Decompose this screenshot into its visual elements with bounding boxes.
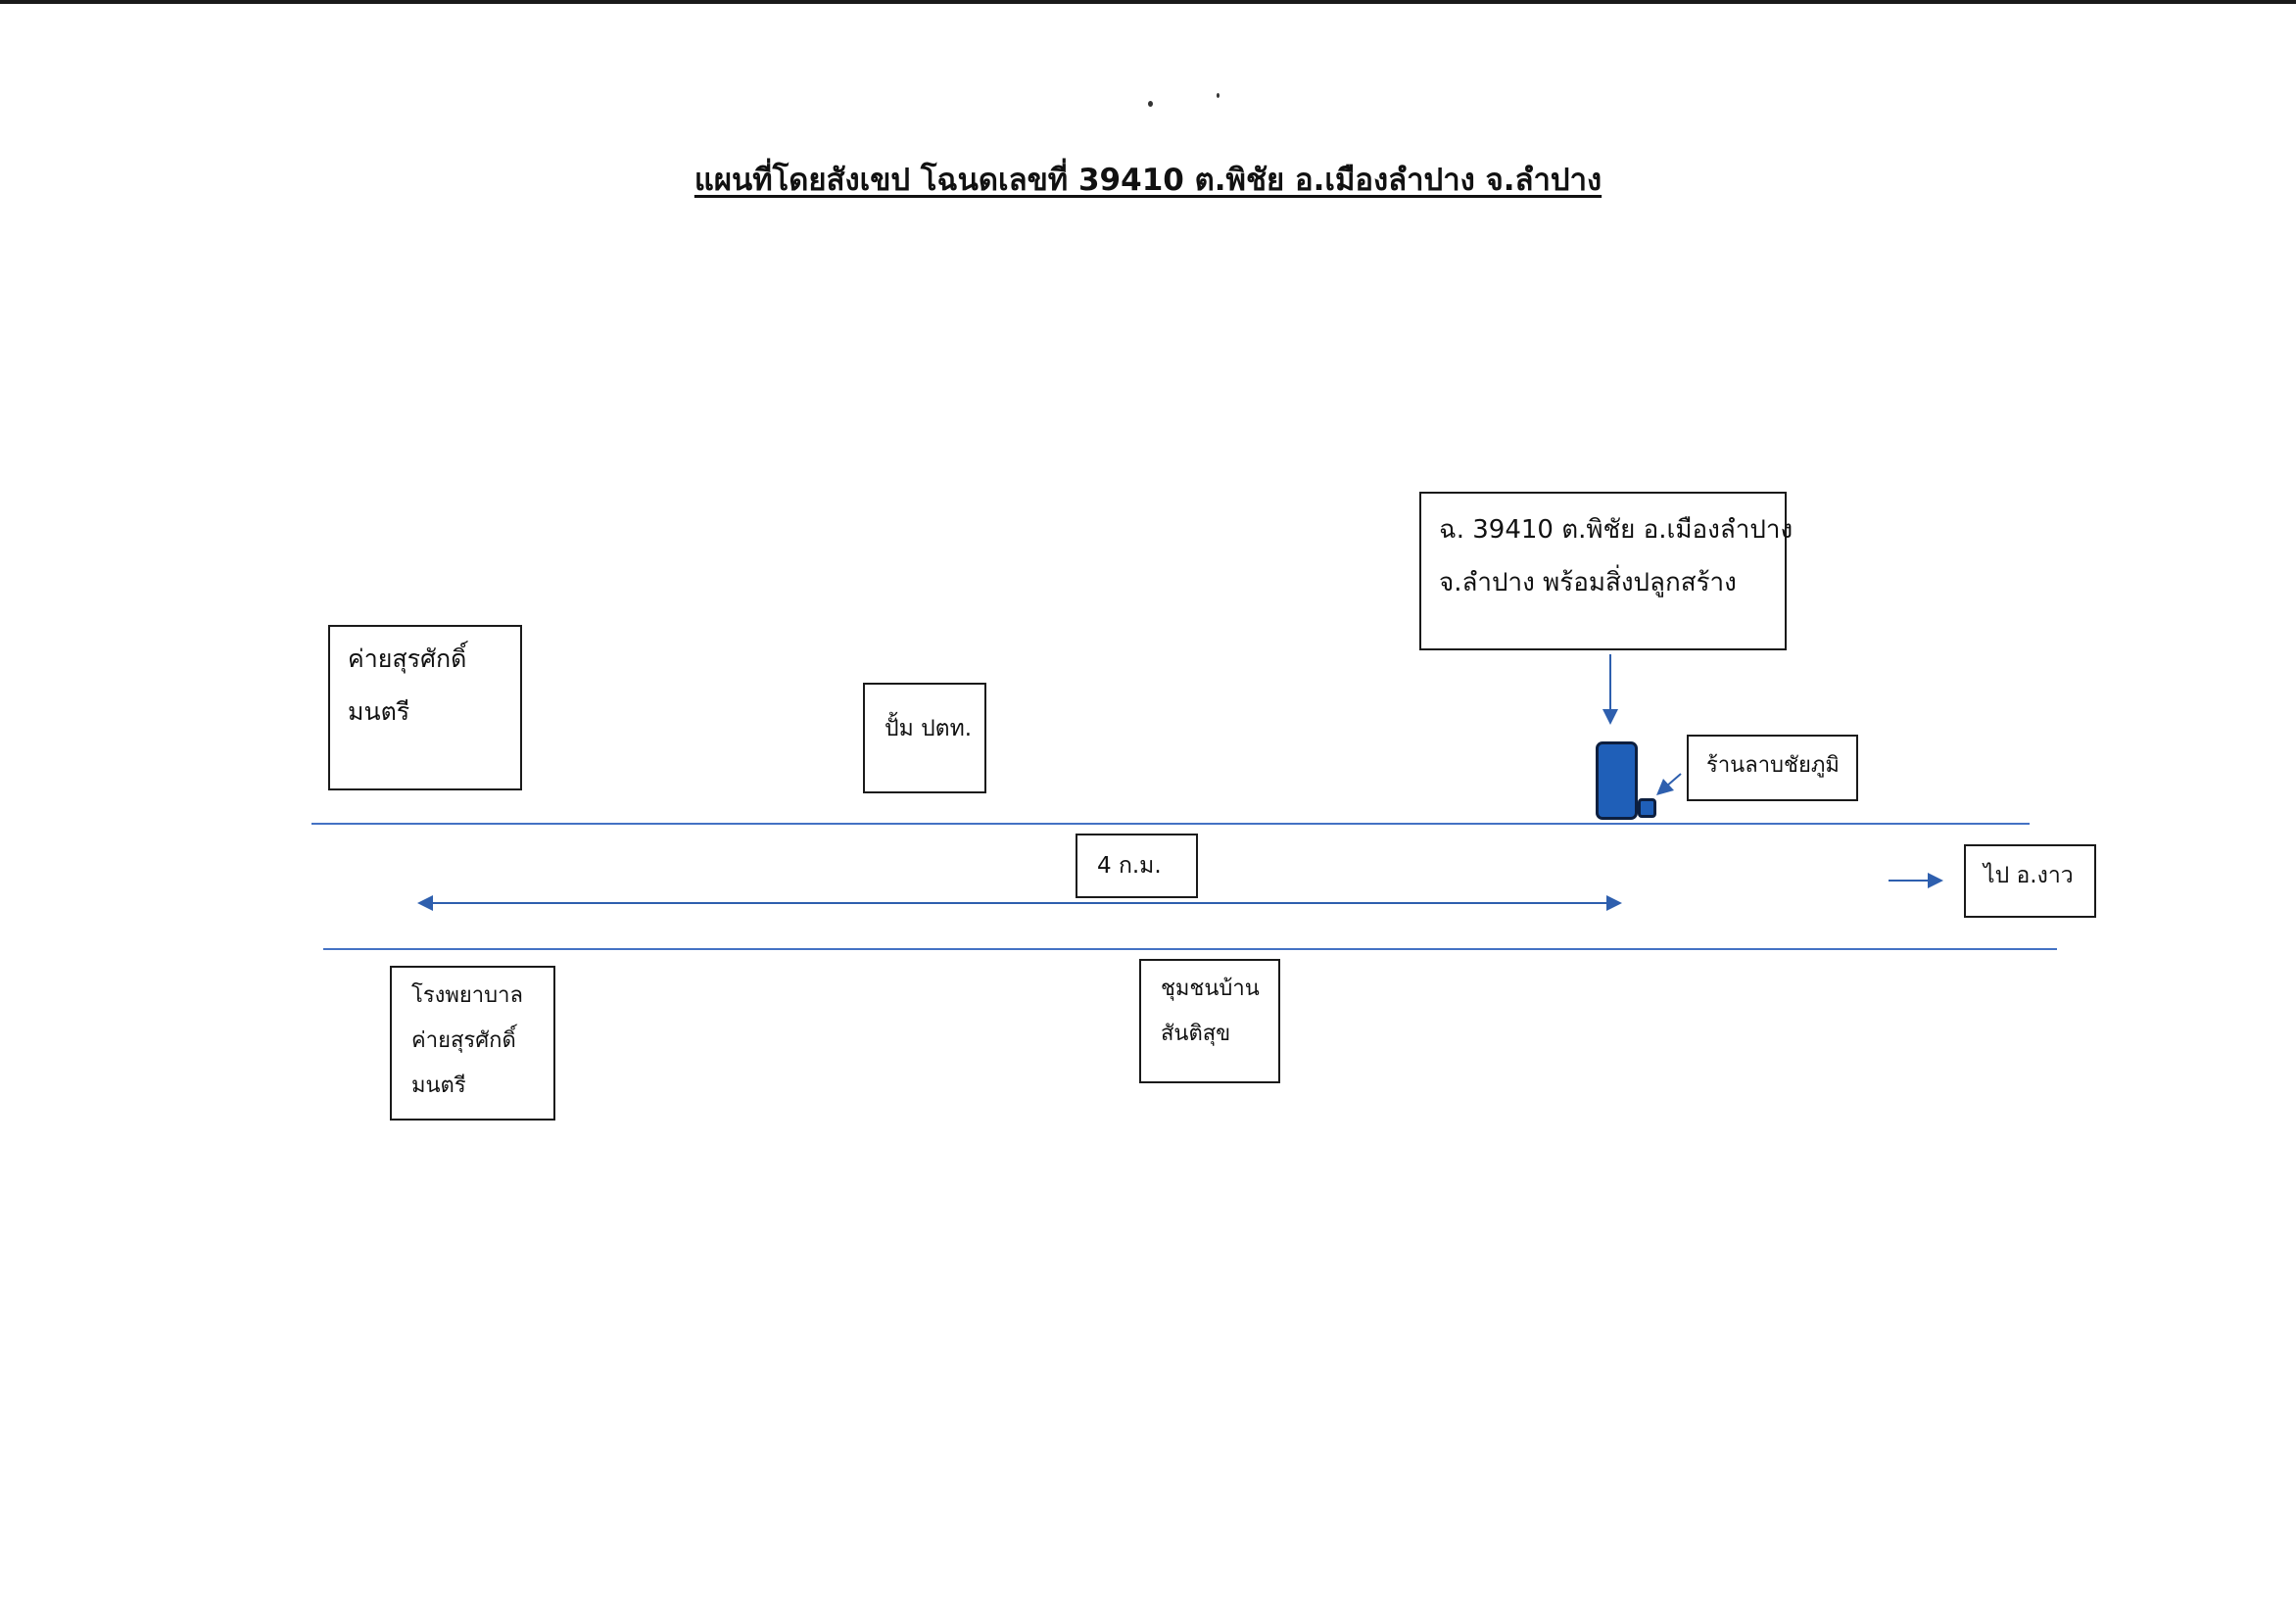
hospital-box: โรงพยาบาล ค่ายสุรศักดิ์ มนตรี bbox=[390, 966, 555, 1121]
arrow-down-icon bbox=[1602, 654, 1618, 725]
camp-label-line-2: มนตรี bbox=[348, 697, 410, 726]
deed-label-line-2: จ.ลำปาง พร้อมสิ่งปลูกสร้าง bbox=[1439, 568, 1737, 597]
hospital-label-line-1: โรงพยาบาล bbox=[411, 983, 523, 1008]
hospital-label-line-3: มนตรี bbox=[411, 1073, 466, 1098]
scan-speck bbox=[1217, 93, 1220, 98]
camp-box: ค่ายสุรศักดิ์ มนตรี bbox=[328, 625, 522, 790]
double-headed-arrow-icon bbox=[417, 895, 1622, 911]
camp-label-line-1: ค่ายสุรศักดิ์ bbox=[348, 644, 467, 673]
arrow-right-icon bbox=[1889, 873, 1943, 888]
distance-box: 4 ก.ม. bbox=[1076, 834, 1198, 898]
deed-label-line-1: ฉ. 39410 ต.พิชัย อ.เมืองลำปาง bbox=[1439, 515, 1794, 545]
community-label-line-2: สันติสุข bbox=[1161, 1022, 1231, 1046]
building-marker bbox=[1638, 798, 1656, 818]
community-label-line-1: ชุมชนบ้าน bbox=[1161, 977, 1260, 1001]
page-top-edge bbox=[0, 0, 2296, 4]
parcel-marker bbox=[1596, 741, 1638, 820]
hospital-label-line-2: ค่ายสุรศักดิ์ bbox=[411, 1028, 516, 1053]
community-box: ชุมชนบ้าน สันติสุข bbox=[1139, 959, 1280, 1083]
deed-box: ฉ. 39410 ต.พิชัย อ.เมืองลำปาง จ.ลำปาง พร… bbox=[1419, 492, 1794, 650]
scan-speck bbox=[1148, 101, 1153, 107]
arrow-down-left-icon bbox=[1656, 773, 1682, 795]
shop-box: ร้านลาบชัยภูมิ bbox=[1687, 735, 1858, 801]
direction-box: ไป อ.งาว bbox=[1964, 844, 2096, 918]
map-title: แผนที่โดยสังเขป โฉนดเลขที่ 39410 ต.พิชัย… bbox=[694, 163, 1602, 198]
distance-label: 4 ก.ม. bbox=[1097, 853, 1162, 879]
road-top-edge bbox=[311, 823, 2030, 825]
direction-label: ไป อ.งาว bbox=[1984, 863, 2074, 888]
gas-station-label: ปั้ม ปตท. bbox=[885, 716, 973, 741]
shop-label: ร้านลาบชัยภูมิ bbox=[1706, 753, 1840, 778]
road-bottom-edge bbox=[323, 948, 2057, 950]
gas-station-box: ปั้ม ปตท. bbox=[863, 683, 986, 793]
